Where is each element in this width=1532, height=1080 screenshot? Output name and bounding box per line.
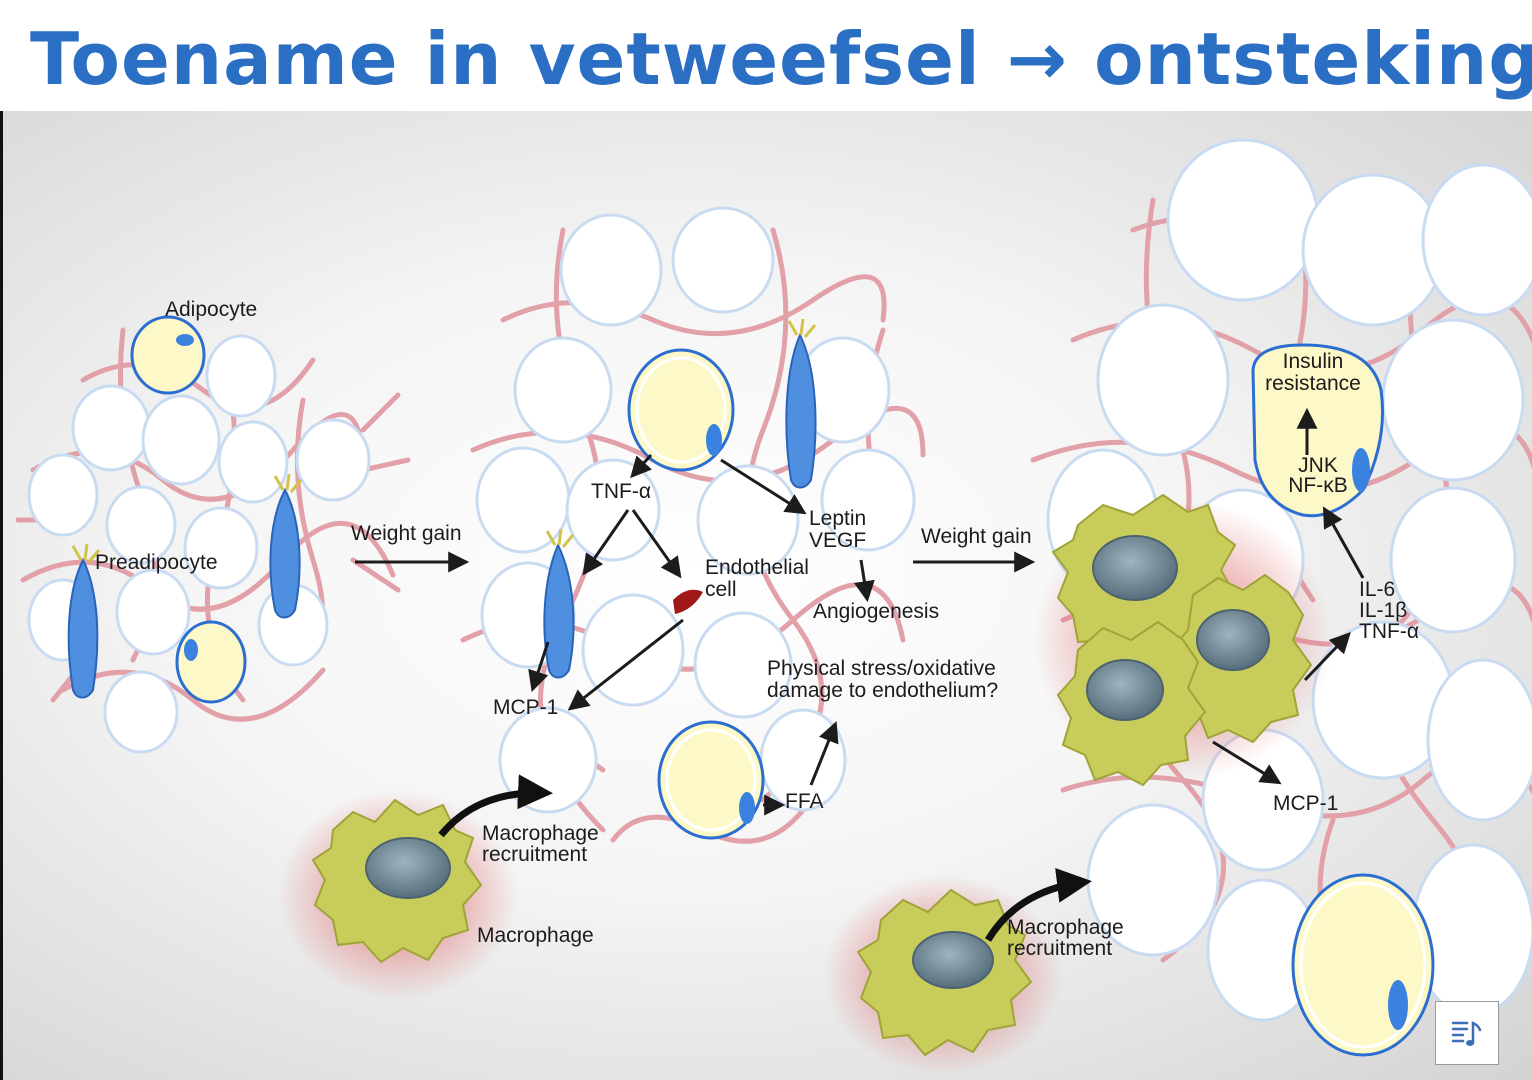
playlist-music-icon (1451, 1021, 1482, 1046)
slide-title: Toename in vetweefsel → ontsteking (30, 17, 1532, 101)
stage3-adipocytes (1251, 343, 1435, 1057)
label-mcp1-stage2: MCP-1 (493, 696, 559, 719)
label-macrophage-recruitment-stage2: Macrophage recruitment (482, 822, 599, 866)
label-leptin-vegf: Leptin VEGF (809, 507, 867, 552)
stage3-recruited-macrophage (823, 875, 1063, 1075)
label-cytokines: IL-6 IL-1β TNF-α (1359, 578, 1419, 643)
stage1-preadipocytes (67, 473, 303, 699)
label-weight-gain-1: Weight gain (351, 522, 462, 545)
label-physical-stress: Physical stress/oxidative damage to endo… (767, 657, 999, 702)
diagram-arrows (355, 407, 1365, 816)
recruitment-arrows (438, 774, 1092, 942)
label-jnk-nfkb: JNK NF-κB (1288, 454, 1348, 497)
stage2-preadipocytes (543, 318, 817, 679)
stage1-adipocytes (130, 315, 247, 704)
label-macrophage-recruitment-stage3: Macrophage recruitment (1007, 916, 1124, 960)
label-endothelial-cell: Endothelial cell (705, 556, 809, 601)
stage3-macrophage-cluster (1033, 493, 1333, 787)
stage1-adipose-cells (27, 334, 371, 754)
stage2-macrophage (278, 790, 518, 1000)
playlist-button[interactable] (1435, 1001, 1499, 1065)
label-mcp1-stage3: MCP-1 (1273, 792, 1339, 815)
label-macrophage: Macrophage (477, 924, 594, 947)
endothelial-cell-shape (673, 589, 703, 614)
label-tnf-alpha: TNF-α (591, 480, 651, 503)
label-weight-gain-2: Weight gain (921, 525, 1032, 548)
label-ffa: FFA (785, 790, 824, 813)
adipose-inflammation-diagram: Adipocyte Preadipocyte Weight gain TNF-α… (0, 111, 1532, 1080)
label-preadipocyte: Preadipocyte (95, 551, 218, 574)
stage2-adipocytes (627, 348, 765, 840)
label-insulin-resistance: Insulin resistance (1265, 350, 1361, 395)
label-adipocyte: Adipocyte (165, 298, 258, 321)
diagram-artwork (15, 138, 1532, 1075)
label-angiogenesis: Angiogenesis (813, 600, 940, 623)
